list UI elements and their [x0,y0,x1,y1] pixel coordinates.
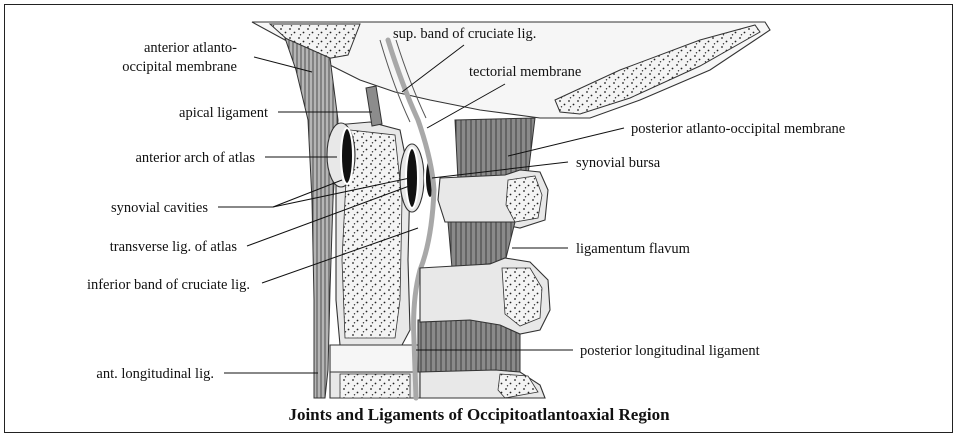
leader-lines [218,44,625,374]
label-anterior-arch-of-atlas: anterior arch of atlas [135,150,255,166]
label-synovial-cavities: synovial cavities [111,200,208,216]
label-synovial-bursa: synovial bursa [576,155,661,171]
label-anterior-atlanto-occipital-membrane-1: anterior atlanto- [144,40,237,56]
label-sup-band-of-cruciate-lig: sup. band of cruciate lig. [393,26,536,42]
label-posterior-longitudinal-ligament: posterior longitudinal ligament [580,343,760,359]
cruciate-tectorial-band [379,37,437,401]
label-transverse-lig-of-atlas: transverse lig. of atlas [110,239,238,255]
label-tectorial-membrane: tectorial membrane [469,64,581,80]
anterior-ligament-band [284,37,339,399]
axis-spinous-process [419,257,551,335]
label-ant-longitudinal-lig: ant. longitudinal lig. [96,366,214,382]
axis-body [329,121,421,399]
label-apical-ligament: apical ligament [179,105,268,121]
figure-caption: Joints and Ligaments of Occipitoatlantoa… [288,405,670,424]
c3-spinous-process [419,369,546,399]
posterior-arch-atlas [437,169,549,229]
anterior-arch-atlas [326,122,356,188]
posterior-longitudinal-ligament [417,319,521,373]
label-inferior-band-of-cruciate-lig: inferior band of cruciate lig. [87,277,250,293]
label-anterior-atlanto-occipital-membrane-2: occipital membrane [122,59,237,75]
apical-ligament [365,85,383,127]
label-ligamentum-flavum: ligamentum flavum [576,241,691,257]
label-posterior-atlanto-occipital-membrane: posterior atlanto-occipital membrane [631,121,845,137]
